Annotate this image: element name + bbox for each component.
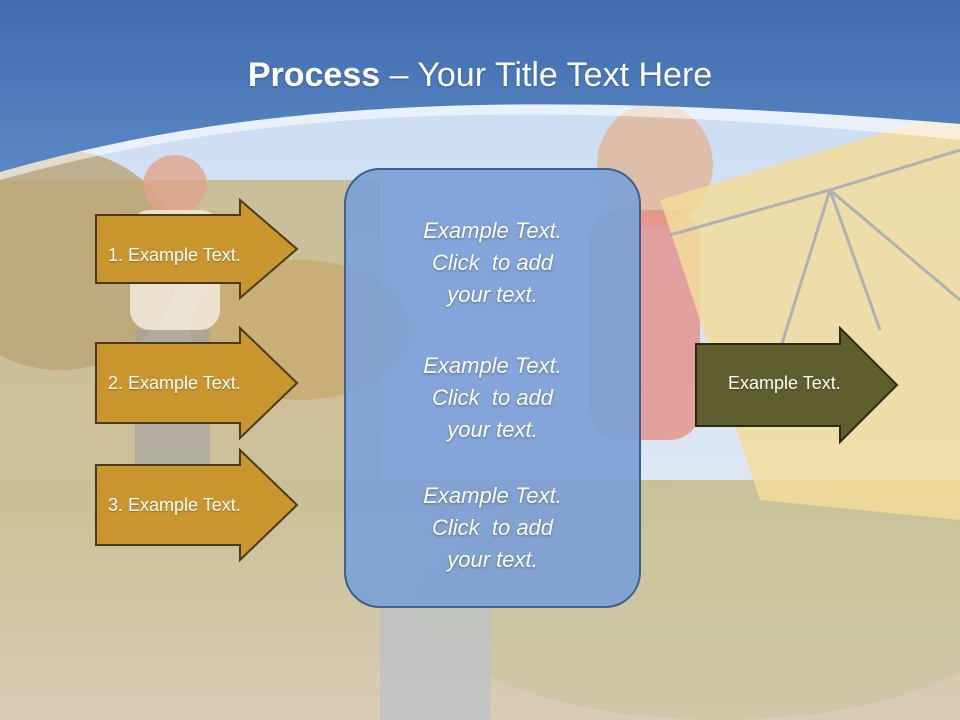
paragraph-line: your text. <box>447 547 538 572</box>
title-bold: Process <box>247 56 381 94</box>
left-arrow-2[interactable] <box>94 326 300 440</box>
right-arrow-label: Example Text. <box>728 373 841 393</box>
paragraph-line: Click to add <box>431 385 554 410</box>
paragraph-line: your text. <box>447 417 538 442</box>
title-rest: – Your Title Text Here <box>380 56 713 94</box>
left-arrow-1[interactable] <box>94 198 300 300</box>
right-arrow[interactable] <box>694 326 900 444</box>
center-text-box[interactable]: Example Text. Click to add your text. Ex… <box>344 168 641 608</box>
left-arrow-3-label: 3. Example Text. <box>108 495 241 515</box>
slide-title: Process – Your Title Text Here <box>0 50 960 100</box>
center-paragraph: Example Text. Click to add your text. <box>346 350 639 446</box>
paragraph-line: Example Text. <box>423 483 562 508</box>
paragraph-line: Click to add <box>431 250 554 275</box>
paragraph-line: Example Text. <box>423 218 562 243</box>
left-arrow-2-label: 2. Example Text. <box>108 373 241 393</box>
paragraph-line: Example Text. <box>423 353 562 378</box>
paragraph-line: Click to add <box>431 515 554 540</box>
paragraph-line: your text. <box>447 282 538 307</box>
left-arrow-1-label: 1. Example Text. <box>108 245 241 265</box>
center-paragraph: Example Text. Click to add your text. <box>346 215 639 311</box>
left-arrow-3[interactable] <box>94 448 300 562</box>
center-paragraph: Example Text. Click to add your text. <box>346 480 639 576</box>
